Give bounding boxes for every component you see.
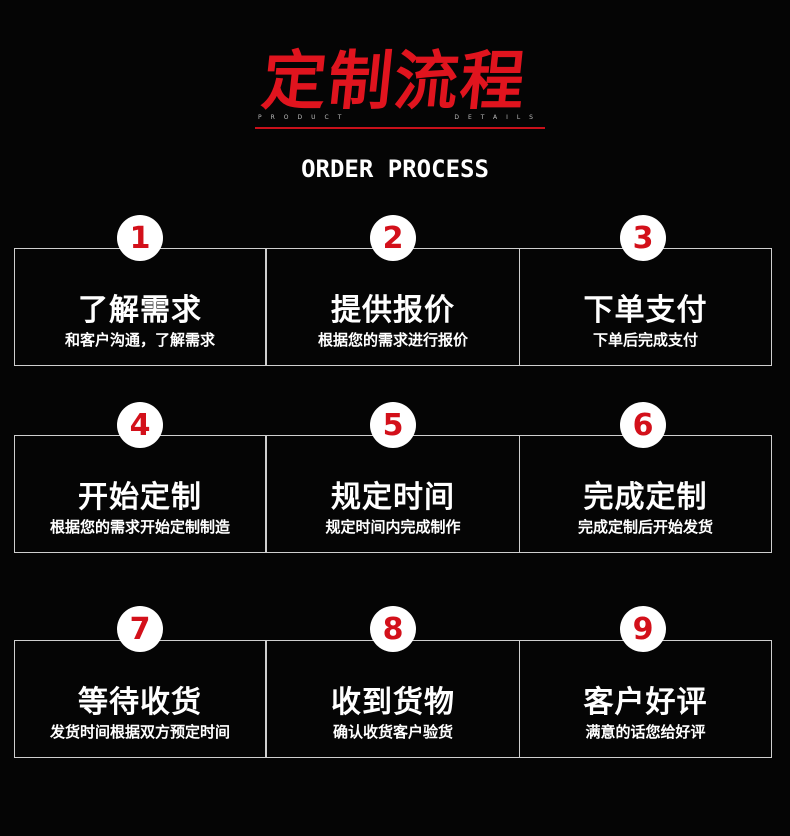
step-card-5: 规定时间 规定时间内完成制作 <box>266 435 520 553</box>
step-title: 规定时间 <box>331 480 455 515</box>
step-title: 提供报价 <box>331 293 455 328</box>
step-description: 下单后完成支付 <box>592 331 698 349</box>
step-card-1: 了解需求 和客户沟通，了解需求 <box>14 248 266 366</box>
step-number-badge-4: 4 <box>117 402 163 448</box>
step-number-badge-1: 1 <box>117 215 163 261</box>
step-card-7: 等待收货 发货时间根据双方预定时间 <box>14 640 266 758</box>
product-details-tagline: PRODUCT DETAILS <box>258 114 542 121</box>
step-title: 开始定制 <box>78 480 202 515</box>
tagline-right: DETAILS <box>454 114 542 121</box>
step-description: 根据您的需求开始定制制造 <box>49 518 230 536</box>
step-card-2: 提供报价 根据您的需求进行报价 <box>266 248 520 366</box>
step-number-badge-6: 6 <box>620 402 666 448</box>
step-number-badge-7: 7 <box>117 606 163 652</box>
step-card-8: 收到货物 确认收货客户验货 <box>266 640 520 758</box>
step-card-3: 下单支付 下单后完成支付 <box>519 248 772 366</box>
step-title: 等待收货 <box>78 685 202 720</box>
step-description: 和客户沟通，了解需求 <box>64 331 215 349</box>
step-description: 确认收货客户验货 <box>332 723 453 741</box>
step-title: 了解需求 <box>78 293 202 328</box>
step-title: 完成定制 <box>583 480 708 515</box>
process-row-2: 开始定制 根据您的需求开始定制制造 规定时间 规定时间内完成制作 完成定制 完成… <box>14 435 772 555</box>
order-process-heading: ORDER PROCESS <box>301 155 489 183</box>
title-underline <box>255 127 545 129</box>
step-card-6: 完成定制 完成定制后开始发货 <box>519 435 772 553</box>
step-title: 下单支付 <box>583 293 708 328</box>
step-card-9: 客户好评 满意的话您给好评 <box>519 640 772 758</box>
process-row-3: 等待收货 发货时间根据双方预定时间 收到货物 确认收货客户验货 客户好评 满意的… <box>14 640 772 760</box>
step-number-badge-9: 9 <box>620 606 666 652</box>
step-title: 收到货物 <box>331 685 455 720</box>
page-title: 定制流程 <box>258 45 531 119</box>
step-description: 发货时间根据双方预定时间 <box>49 723 230 741</box>
step-title: 客户好评 <box>583 685 708 720</box>
step-description: 根据您的需求进行报价 <box>317 331 468 349</box>
step-description: 规定时间内完成制作 <box>325 518 461 536</box>
tagline-left: PRODUCT <box>258 114 351 121</box>
step-number-badge-5: 5 <box>370 402 416 448</box>
step-description: 满意的话您给好评 <box>585 723 706 741</box>
step-description: 完成定制后开始发货 <box>577 518 713 536</box>
step-number-badge-8: 8 <box>370 606 416 652</box>
step-number-badge-2: 2 <box>370 215 416 261</box>
step-card-4: 开始定制 根据您的需求开始定制制造 <box>14 435 266 553</box>
step-number-badge-3: 3 <box>620 215 666 261</box>
process-row-1: 了解需求 和客户沟通，了解需求 提供报价 根据您的需求进行报价 下单支付 下单后… <box>14 248 772 368</box>
